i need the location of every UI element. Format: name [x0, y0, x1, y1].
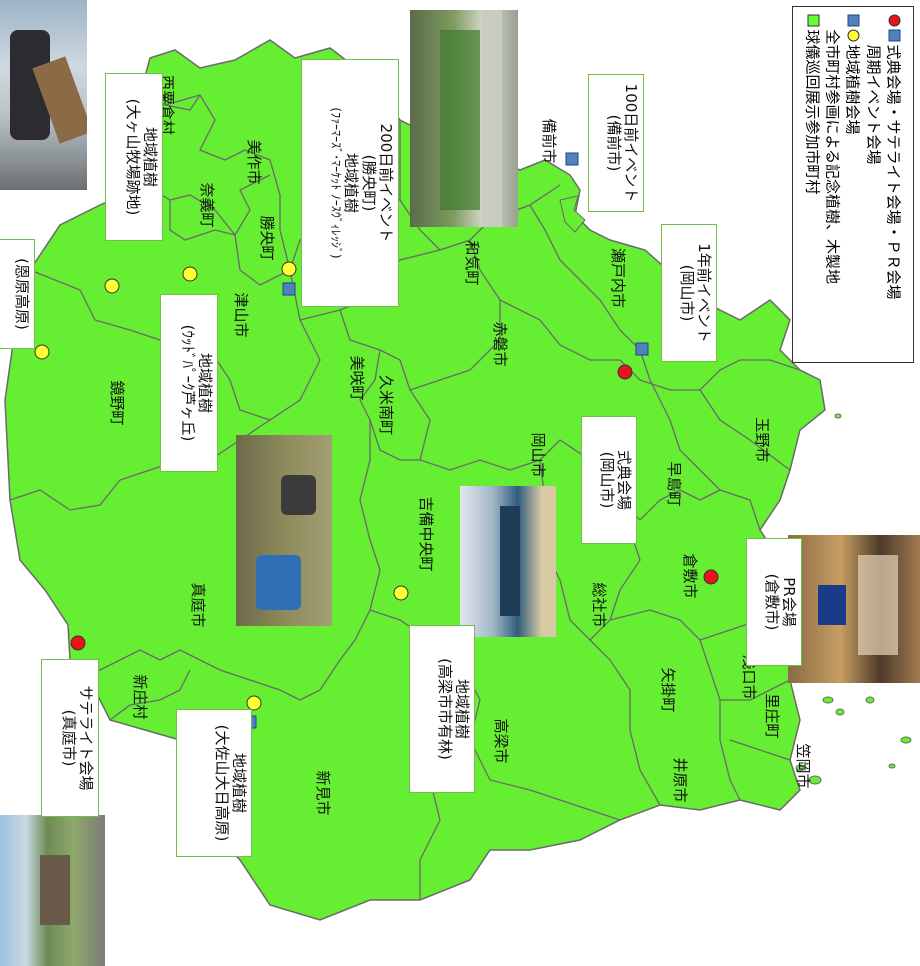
muni-tamano: 玉野市 [753, 417, 771, 463]
callout-takahashi-forest: 地域植樹(高梁市市有林) [409, 625, 475, 793]
legend-text-planting: 地域植樹会場 [844, 44, 862, 135]
callout-event-200days: 200日前イベント(勝央町) 地域植樹(ﾌｧｰﾏｰｽﾞ･ﾏｰｹｯﾄ ﾉｰｽｳﾞｨ… [301, 59, 399, 307]
callout-ashigaoka-planting: 地域植樹(ｳｯﾄﾞﾊﾟｰｸ芦ヶ丘) [160, 294, 218, 472]
photo-ceremony-venue [460, 486, 556, 637]
legend-row-globe: 球儀巡回展示参加市町村 [802, 14, 822, 354]
legend-row-main-venues: 式典会場・サテライト会場・ＰＲ会場 [883, 14, 903, 354]
muni-satosho: 里庄町 [763, 693, 781, 739]
prefecture-land [4, 39, 826, 921]
muni-kasaoka: 笠岡市 [794, 743, 812, 789]
legend-text-main-venues: 式典会場・サテライト会場・ＰＲ会場 [884, 44, 903, 300]
legend-text-globe: 球儀巡回展示参加市町村 [803, 29, 822, 195]
legend-row-periodic: 周期イベント会場 [863, 15, 883, 354]
ceremony-marker-okayama [617, 364, 633, 380]
event-marker-bizen [565, 152, 579, 166]
legend-text-periodic: 周期イベント会場 [864, 44, 883, 165]
muni-ibara: 井原市 [671, 757, 689, 803]
pr-marker-kurashiki [703, 569, 719, 585]
legend-yellow-circle-icon [848, 29, 860, 42]
muni-setouchi: 瀬戸内市 [609, 247, 627, 308]
muni-misaki: 美咲町 [348, 355, 366, 401]
map-legend: 式典会場・サテライト会場・ＰＲ会場 周期イベント会場 地域植樹会場 全市町村参画… [792, 6, 914, 363]
muni-kibichuo: 吉備中央町 [417, 496, 435, 572]
planting-marker-takahashi [393, 585, 409, 601]
muni-okayama: 岡山市 [529, 432, 547, 478]
muni-bizen: 備前市 [540, 118, 558, 164]
photo-farmers-market [410, 10, 518, 227]
satellite-marker-maniwa [70, 635, 86, 651]
muni-mimasaka: 美作市 [245, 139, 263, 185]
callout-event-100days: 100日前イベント(備前市) [588, 74, 644, 212]
muni-shinjo: 新庄村 [131, 674, 149, 720]
muni-maniwa: 真庭市 [189, 582, 207, 628]
planting-marker-onbara [34, 344, 50, 360]
legend-green-square-icon [807, 14, 820, 27]
muni-hayashima: 早島町 [665, 461, 683, 507]
muni-yakage: 矢掛町 [659, 667, 677, 713]
muni-niimi: 新見市 [314, 770, 332, 816]
muni-soja: 総社市 [590, 582, 608, 628]
planting-marker-niimi [246, 695, 262, 711]
muni-takahashi: 高梁市 [492, 718, 510, 764]
planting-marker-shoo [281, 261, 297, 277]
event-marker-okayama [635, 342, 649, 356]
island-shape [559, 195, 586, 233]
callout-ogayama-planting: 地域植樹(大ヶ山牧場跡地) [105, 73, 163, 241]
photo-planting-people [236, 435, 332, 626]
callout-event-1year: 1年前イベント(岡山市) [661, 224, 717, 362]
legend-blue-square-icon-2 [848, 14, 860, 27]
legend-row-all-muni: 全市町村参画による記念植樹、木製地 [823, 15, 843, 354]
callout-osayama-planting: 地域植樹(大佐山大日高原) [176, 709, 252, 857]
callout-onbara-planting: (恩原高原) [0, 239, 35, 349]
photo-satellite-venue [0, 815, 105, 966]
muni-kumenan: 久米南町 [377, 374, 395, 435]
legend-red-circle-icon [888, 14, 901, 27]
venue-markers [34, 152, 719, 729]
muni-kagamino: 鏡野町 [108, 380, 126, 426]
planting-marker-nagi [182, 266, 198, 282]
muni-tsuyama: 津山市 [232, 292, 250, 338]
legend-row-planting: 地域植樹会場 [843, 14, 863, 354]
muni-akaiwa: 赤磐市 [491, 321, 509, 367]
legend-content: 式典会場・サテライト会場・ＰＲ会場 周期イベント会場 地域植樹会場 全市町村参画… [794, 7, 914, 362]
muni-kurashiki: 倉敷市 [681, 553, 699, 599]
muni-nagi: 奈義町 [198, 182, 216, 228]
callout-ceremony-venue: 式典会場(岡山市) [581, 416, 637, 544]
photo-top-left [0, 0, 87, 190]
photo-pr-venue [788, 535, 920, 683]
callout-pr-venue: PR会場(倉敷市) [746, 538, 802, 666]
callout-satellite-venue: サテライト会場(真庭市) [41, 659, 99, 817]
muni-wake: 和気町 [463, 240, 481, 286]
muni-shoo: 勝央町 [258, 215, 276, 261]
legend-blue-square-icon [888, 29, 901, 42]
legend-text-all-muni: 全市町村参画による記念植樹、木製地 [823, 29, 842, 285]
event-marker-shoo [282, 282, 296, 296]
planting-marker-ogayama [104, 278, 120, 294]
